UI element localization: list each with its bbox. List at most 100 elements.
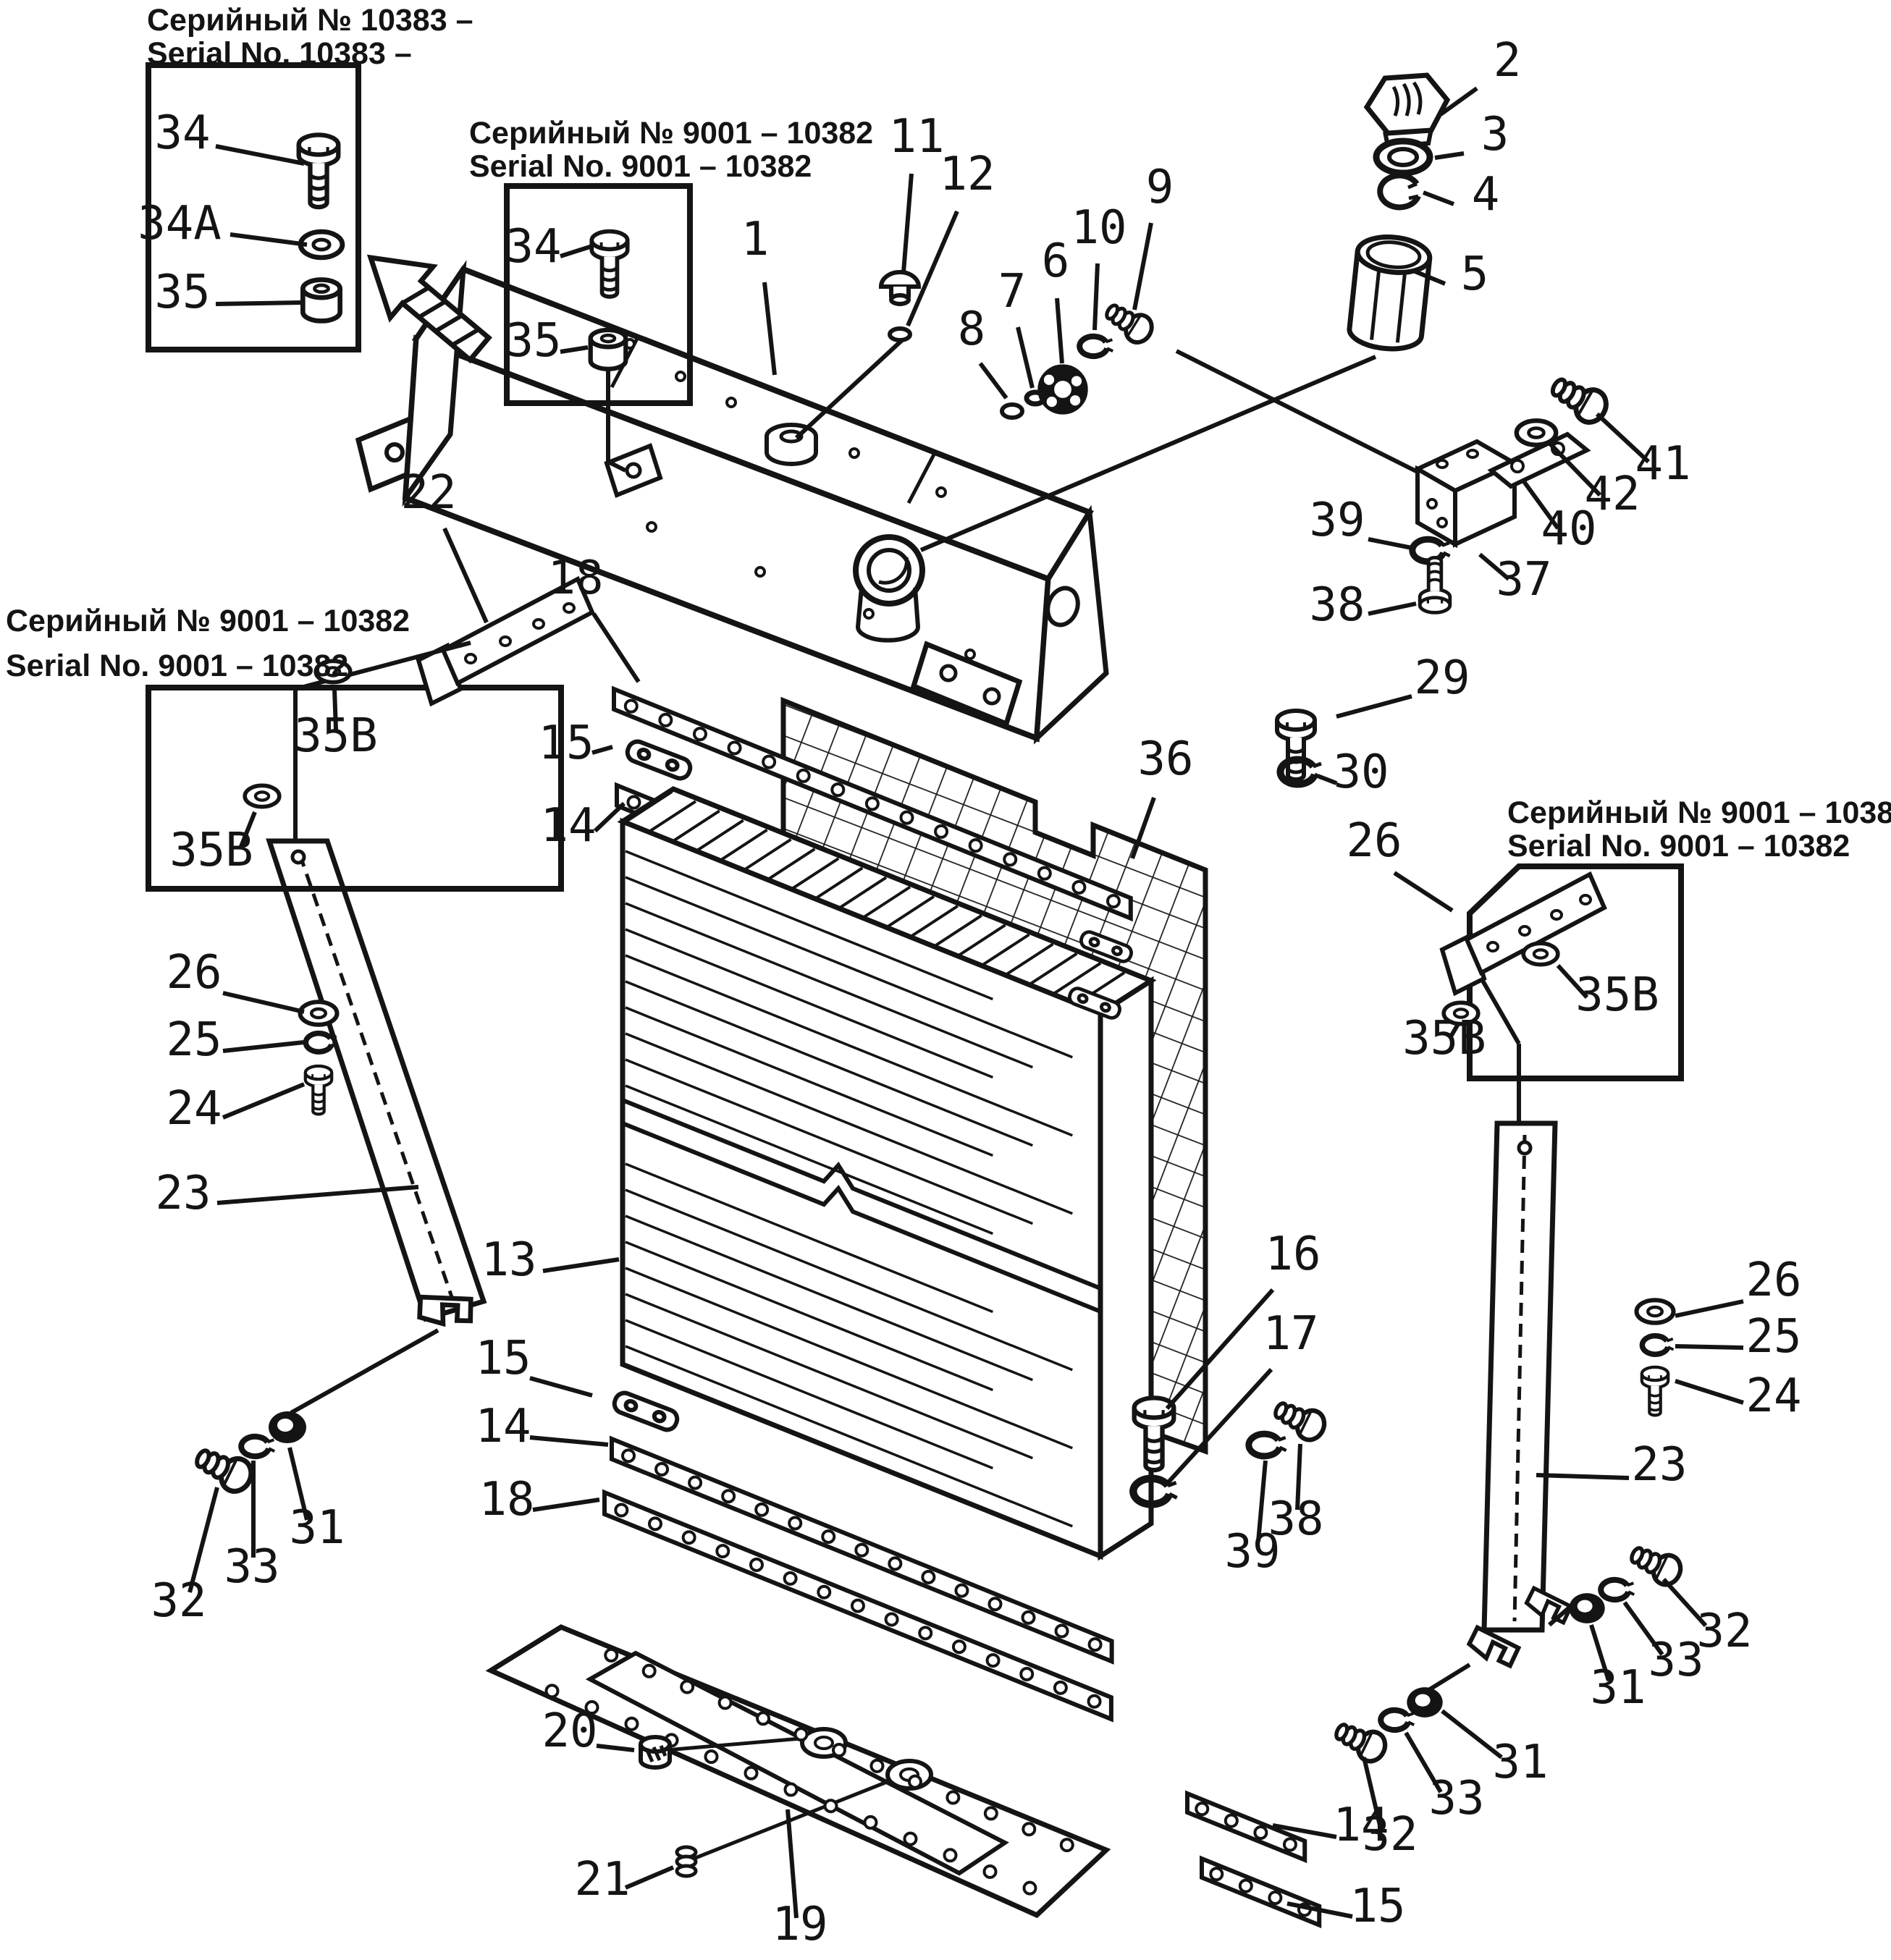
- strip-hole: [621, 1448, 636, 1463]
- callout-labels: 1234567891011121314151814151819202122232…: [138, 34, 1801, 1951]
- strip-hole: [817, 1584, 832, 1600]
- strip-hole: [1105, 894, 1121, 909]
- strip-hole: [1238, 1878, 1253, 1893]
- callout-39: 39: [1224, 1525, 1280, 1579]
- core-fin-line: [625, 1293, 1033, 1460]
- part-connector-line: [794, 338, 904, 440]
- callout-7: 7: [998, 265, 1027, 318]
- flange-hole: [943, 1848, 958, 1863]
- lock-washer-25: [1642, 1336, 1673, 1355]
- callout-14: 14: [540, 799, 596, 853]
- strip-hole: [681, 1530, 696, 1545]
- callout-24: 24: [166, 1082, 222, 1136]
- callout-31: 31: [1590, 1661, 1646, 1715]
- core-top-hatch: [718, 828, 768, 863]
- strip-hole: [715, 1544, 730, 1559]
- serial-notes: Серийный № 10383 – Serial No. 10383 – Се…: [6, 3, 1891, 863]
- flange-hole: [704, 1749, 719, 1765]
- callout-leader-16: [1165, 1288, 1275, 1410]
- callout-leader-9: [1132, 222, 1153, 311]
- callout-38: 38: [1309, 578, 1365, 632]
- core-fin-line: [625, 1215, 1033, 1382]
- bracket-26: [1439, 871, 1607, 997]
- callout-leader-31: [287, 1447, 309, 1521]
- strip-hole: [1209, 1867, 1224, 1882]
- callout-leader-10: [1092, 263, 1100, 331]
- callout-leader-18: [591, 612, 641, 683]
- callout-34: 34: [505, 220, 561, 274]
- strip-hole: [934, 824, 949, 839]
- core-top-hatch: [766, 848, 816, 882]
- tank-hole: [754, 566, 766, 578]
- bolt-34: [591, 232, 627, 297]
- strip-hole: [954, 1583, 969, 1598]
- serial-inset-box-2: [504, 183, 693, 406]
- callout-leader-14: [593, 801, 626, 833]
- part-connector-line: [607, 460, 627, 473]
- flange-hole: [793, 1727, 809, 1742]
- core-fin-line: [625, 928, 993, 1079]
- strip-hole: [830, 782, 846, 798]
- callout-leader-14: [1272, 1823, 1337, 1839]
- callout-leader-13: [542, 1257, 620, 1273]
- strip-hole: [985, 1653, 1001, 1668]
- washer-35b: [1523, 943, 1558, 964]
- strip-hole: [623, 698, 639, 714]
- core-fin-line: [625, 1084, 993, 1235]
- flange-hole: [946, 1790, 961, 1805]
- callout-leader-6: [1055, 297, 1064, 364]
- flange-hole: [544, 1684, 560, 1699]
- callout-32: 32: [1696, 1605, 1752, 1658]
- strip-hole: [921, 1569, 936, 1584]
- callout-19: 19: [772, 1898, 827, 1951]
- core-fin-line: [625, 980, 1033, 1147]
- callout-leader-23: [216, 1185, 419, 1205]
- strip-hole: [1071, 879, 1087, 895]
- callout-14: 14: [475, 1400, 531, 1453]
- serial-note-ru: Серийный № 9001 – 10382: [6, 604, 410, 638]
- lock-washer-10: [1079, 337, 1113, 356]
- core-fin-line: [625, 1319, 993, 1470]
- ring-12: [888, 326, 912, 342]
- drain-plug-21: [677, 1847, 696, 1876]
- strip-hole: [888, 1556, 903, 1571]
- callout-leader-26: [1393, 871, 1454, 913]
- flange-hole: [869, 1758, 885, 1773]
- core-top-hatch: [647, 800, 696, 834]
- callout-16: 16: [1265, 1228, 1321, 1281]
- tank-hole: [646, 521, 657, 533]
- lock-washer-33: [241, 1437, 274, 1456]
- strip-hole: [821, 1529, 836, 1545]
- strip-hole: [899, 810, 914, 825]
- clip-15: [612, 1390, 680, 1432]
- callout-leader-3: [1434, 151, 1465, 160]
- vent-cap-11: [881, 272, 919, 304]
- lock-washer-39: [1249, 1434, 1286, 1456]
- callout-25: 25: [1745, 1310, 1801, 1364]
- callout-3: 3: [1481, 108, 1509, 161]
- callout-15: 15: [475, 1332, 531, 1385]
- callout-leader-34: [560, 244, 593, 258]
- core-top-hatch: [909, 905, 959, 939]
- callout-35b: 35B: [294, 709, 378, 763]
- callout-39: 39: [1309, 494, 1365, 547]
- callout-32: 32: [1362, 1808, 1418, 1862]
- serial-note-en: Serial No. 9001 – 10382: [1507, 829, 1850, 863]
- bushing-35: [591, 330, 626, 369]
- core-fin-line: [625, 1058, 1033, 1225]
- washer-26: [300, 1002, 337, 1025]
- strip-hole: [614, 1503, 629, 1518]
- bolt-32: [191, 1442, 256, 1497]
- callout-21: 21: [574, 1853, 630, 1906]
- strip-hole: [918, 1626, 933, 1641]
- strip-hole: [1253, 1825, 1268, 1841]
- callout-leader-7: [1016, 326, 1035, 389]
- flange-hole: [680, 1679, 695, 1694]
- callout-leader-39: [1256, 1460, 1268, 1542]
- callout-leader-29: [1336, 694, 1412, 719]
- strip-hole: [788, 1516, 803, 1531]
- callout-8: 8: [958, 303, 986, 356]
- washer-26: [1637, 1300, 1674, 1323]
- strip-hole: [754, 1502, 770, 1517]
